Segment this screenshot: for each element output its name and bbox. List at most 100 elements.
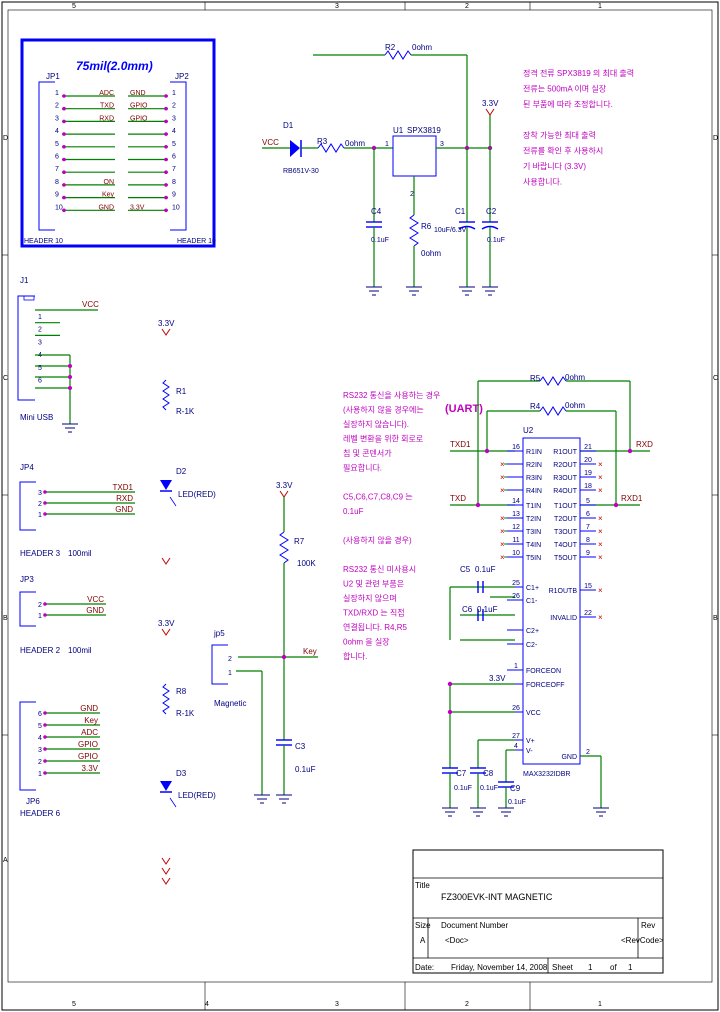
jp6-body xyxy=(19,701,36,791)
power-flag xyxy=(161,328,171,336)
jp1-net-label: Key xyxy=(102,192,115,199)
no-connect-mark: × xyxy=(500,527,505,536)
u2-ref: U2 xyxy=(523,426,534,435)
sheet-value: 1 xyxy=(588,963,593,972)
row-label: C xyxy=(3,375,8,382)
no-connect-mark: × xyxy=(598,613,603,622)
rs232-note-line: U2 및 관련 부품은 xyxy=(343,579,404,589)
row-label: B xyxy=(3,615,8,622)
jp4-pin-number: 2 xyxy=(38,501,42,508)
u2-pin-number: 1 xyxy=(514,663,518,670)
u2-pin-name: C1- xyxy=(526,598,538,605)
u2-pin-number: 26 xyxy=(512,593,520,600)
u2-pin-number: 18 xyxy=(584,483,592,490)
col-label: 1 xyxy=(598,1001,602,1008)
junction-dot xyxy=(627,448,633,454)
pin-dot xyxy=(62,94,66,98)
pin-dot xyxy=(164,119,168,124)
key-net: Key xyxy=(303,647,317,656)
no-connect-mark: × xyxy=(500,553,505,562)
pin-dot xyxy=(43,490,47,494)
jp2-net-label: 3.3V xyxy=(130,204,145,211)
jp-box-frame xyxy=(20,38,216,248)
jp6-net-label: GPIO xyxy=(78,740,98,749)
sheets-value: 1 xyxy=(628,963,633,972)
connector-jp1-jp2-group: 75mil(2.0mm) JP1 HEADER 10 JP2 HEADER 10… xyxy=(20,38,216,248)
no-connect-mark: × xyxy=(500,460,505,469)
c4-value: 0.1uF xyxy=(371,237,389,244)
pin-dot xyxy=(43,759,47,763)
drawing-inner-frame xyxy=(7,9,713,983)
jp6-pin-number: 2 xyxy=(38,759,42,766)
jp2-pin-number: 3 xyxy=(172,115,176,122)
r7-resistor xyxy=(279,531,289,564)
no-connect-mark: × xyxy=(500,486,505,495)
j1-pin-number: 5 xyxy=(38,365,42,372)
u2-pin-name: R2OUT xyxy=(553,462,577,469)
pin-dot xyxy=(43,501,47,505)
junction-dot xyxy=(475,502,481,508)
rs232-note-line: 실장하지 않습니다). xyxy=(343,419,409,429)
pin-dot xyxy=(43,711,47,715)
jp4-net-label: RXD xyxy=(116,494,133,503)
no-connect-mark: × xyxy=(598,460,603,469)
jp2-name: HEADER 10 xyxy=(177,238,216,245)
jp4-ref: JP4 xyxy=(20,463,34,472)
junction-dot xyxy=(447,709,453,715)
u2-pin-name: R1OUTB xyxy=(549,588,578,595)
pin-dot xyxy=(62,145,66,149)
jp4-pin-number: 1 xyxy=(38,512,42,519)
r2-resistor xyxy=(384,50,412,60)
junction-dot xyxy=(68,375,72,379)
jp2-net-label: GPIO xyxy=(130,115,148,122)
pin-dot xyxy=(43,512,47,516)
jp3-pin-number: 2 xyxy=(38,602,42,609)
power-flag xyxy=(485,108,495,116)
r5-ref: R5 xyxy=(530,374,541,383)
d1-ref: D1 xyxy=(283,121,294,130)
size-value: A xyxy=(420,936,426,945)
jp1-pin-number: 8 xyxy=(55,179,59,186)
r6-resistor xyxy=(409,214,419,247)
jp6-pin-number: 6 xyxy=(38,711,42,718)
jp4-name: HEADER 3 xyxy=(20,549,61,558)
u2-pin-number: 21 xyxy=(584,444,592,451)
pin-dot xyxy=(164,106,168,111)
r3-value: 0ohm xyxy=(345,139,365,148)
jp2-pin-number: 4 xyxy=(172,128,176,135)
c6-ref: C6 xyxy=(462,605,473,614)
u1-pin: 3 xyxy=(440,141,444,148)
jp6-net-label: ADC xyxy=(81,728,98,737)
u2-pin-number: 16 xyxy=(512,444,520,451)
r3-ref: R3 xyxy=(317,137,328,146)
zone-labels: 5 3 2 1 5 4 3 2 1 D C B A D C B xyxy=(3,3,718,1008)
jp-box-title: 75mil(2.0mm) xyxy=(76,59,153,73)
jp3-name: HEADER 2 xyxy=(20,646,61,655)
junction-dot xyxy=(484,448,490,454)
col-label: 4 xyxy=(205,1001,209,1008)
u2-part: MAX3232IDBR xyxy=(523,771,570,778)
col-label: 3 xyxy=(335,1001,339,1008)
txd1-net: TXD1 xyxy=(450,440,471,449)
d2-part: LED(RED) xyxy=(178,490,216,499)
no-connect-mark: × xyxy=(500,473,505,482)
u2-pin-name: V- xyxy=(526,748,533,755)
rs232-note-line: TXD/RXD 는 직접 xyxy=(343,608,405,618)
c1-value: 10uF/6.3V xyxy=(434,227,467,234)
j1-ref: J1 xyxy=(20,276,29,285)
gnd-flag xyxy=(161,557,171,565)
u2-pin-name: GND xyxy=(561,754,577,761)
ground-symbols xyxy=(442,807,609,817)
key-section: 3.3V R7 100K Key C3 0.1uF jp5 2 1 Magnet… xyxy=(211,481,318,804)
u2-pin-name: T5IN xyxy=(526,555,541,562)
j1-pin-number: 3 xyxy=(38,339,42,346)
row-label: D xyxy=(3,135,8,142)
u2-3v3-net: 3.3V xyxy=(489,674,506,683)
jp2-pin-number: 1 xyxy=(172,90,176,97)
pin-dot xyxy=(43,735,47,739)
jp1-pin-number: 3 xyxy=(55,115,59,122)
